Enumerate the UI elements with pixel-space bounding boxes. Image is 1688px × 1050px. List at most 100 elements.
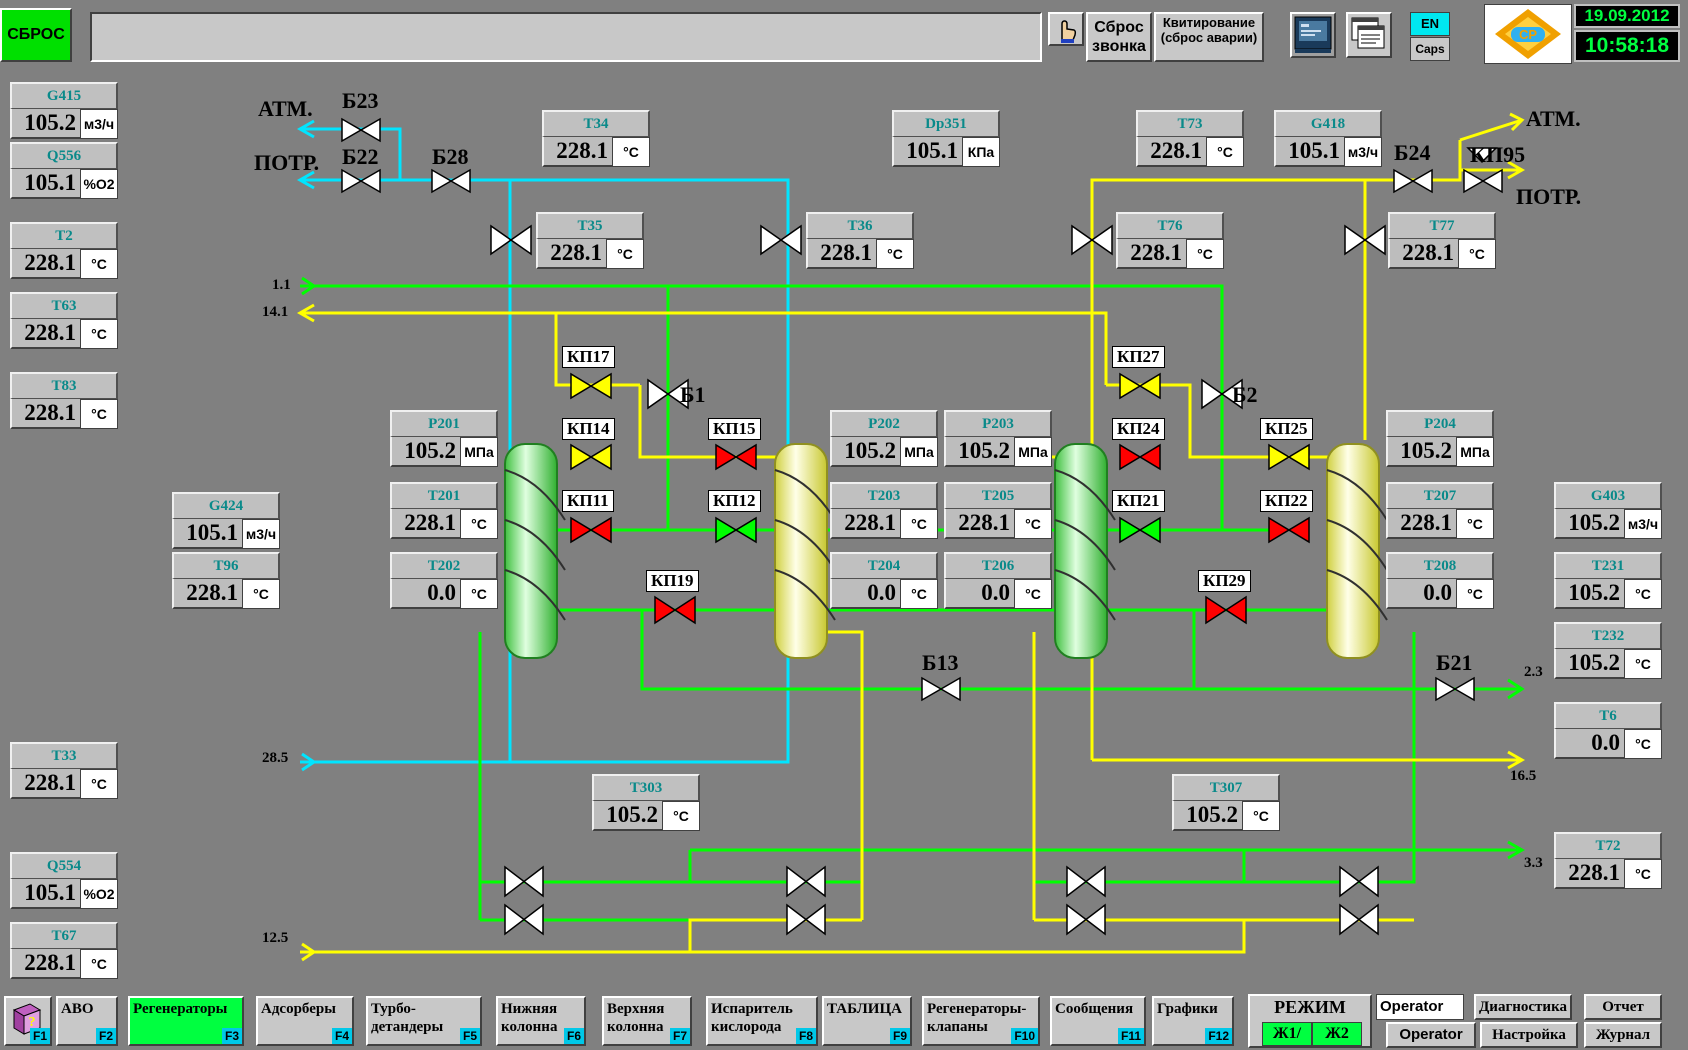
reset-button[interactable]: СБРОС: [0, 8, 72, 62]
current-user-field[interactable]: Operator: [1376, 994, 1464, 1020]
sensor-value: 105.2: [1554, 509, 1624, 539]
windows-stack-button[interactable]: [1346, 12, 1392, 58]
nav-button-label: Графики: [1157, 1001, 1218, 1017]
monitor-icon: [1294, 16, 1332, 53]
sensor-tag: G403: [1554, 482, 1662, 509]
nav-button-fkey: F5: [459, 1028, 480, 1044]
valve-kp24-label[interactable]: КП24: [1112, 418, 1165, 440]
sensor-value: 228.1: [1386, 509, 1456, 539]
valve-kp11-label[interactable]: КП11: [562, 490, 614, 512]
sensor-unit: °C: [1624, 729, 1662, 759]
sensor-tag: T67: [10, 922, 118, 949]
monitor-screen-button[interactable]: [1290, 12, 1336, 58]
nav-button-label: Адсорберы: [261, 1001, 336, 1017]
hand-icon-button[interactable]: [1048, 12, 1084, 46]
sound-reset-button[interactable]: Сброс звонка: [1086, 12, 1152, 62]
help-button[interactable]: ? F1: [4, 996, 52, 1046]
sensor-tag: T207: [1386, 482, 1494, 509]
report-button[interactable]: Отчет: [1584, 994, 1662, 1020]
nav-button-label: Верхняя колонна: [607, 1001, 665, 1035]
nav-button-fkey: F6: [563, 1028, 584, 1044]
journal-button[interactable]: Журнал: [1584, 1022, 1662, 1048]
valve-kp17-label[interactable]: КП17: [562, 346, 615, 368]
valve-kp29-label[interactable]: КП29: [1198, 570, 1251, 592]
sensor-value: 105.2: [1386, 437, 1456, 467]
sensor-value: 228.1: [1554, 859, 1624, 889]
sensor-tag: G415: [10, 82, 118, 109]
valve-kp21-label[interactable]: КП21: [1112, 490, 1165, 512]
valve-kp19-label[interactable]: КП19: [646, 570, 699, 592]
valve-kp27-label[interactable]: КП27: [1112, 346, 1165, 368]
diagnostics-button[interactable]: Диагностика: [1474, 994, 1572, 1020]
time-display: 10:58:18: [1574, 30, 1680, 62]
valve-kp12-label[interactable]: КП12: [708, 490, 761, 512]
valve-kp25-label[interactable]: КП25: [1260, 418, 1313, 440]
sensor-unit: %O2: [80, 169, 118, 199]
nav-button-label: Сообщения: [1055, 1001, 1134, 1017]
alarm-message-field[interactable]: [90, 12, 1042, 62]
acknowledge-button[interactable]: Квитирование (сброс аварии): [1154, 12, 1264, 62]
logo-diamond-icon: CP: [1495, 9, 1561, 59]
language-indicator[interactable]: EN: [1410, 12, 1450, 36]
valve-kp15-label[interactable]: КП15: [708, 418, 761, 440]
settings-button[interactable]: Настройка: [1480, 1022, 1578, 1048]
user-role-button[interactable]: Operator: [1386, 1022, 1476, 1048]
mode-zh2-button[interactable]: Ж2: [1312, 1022, 1362, 1046]
valve-kp14-label[interactable]: КП14: [562, 418, 615, 440]
sensor-value: 105.2: [944, 437, 1014, 467]
regenerator-2-column: [774, 443, 828, 659]
valve-kp22-label[interactable]: КП22: [1260, 490, 1313, 512]
sensor-unit: м3/ч: [1624, 509, 1662, 539]
sensor-value: 228.1: [542, 137, 612, 167]
mode-zh1-button[interactable]: Ж1/: [1262, 1022, 1312, 1046]
